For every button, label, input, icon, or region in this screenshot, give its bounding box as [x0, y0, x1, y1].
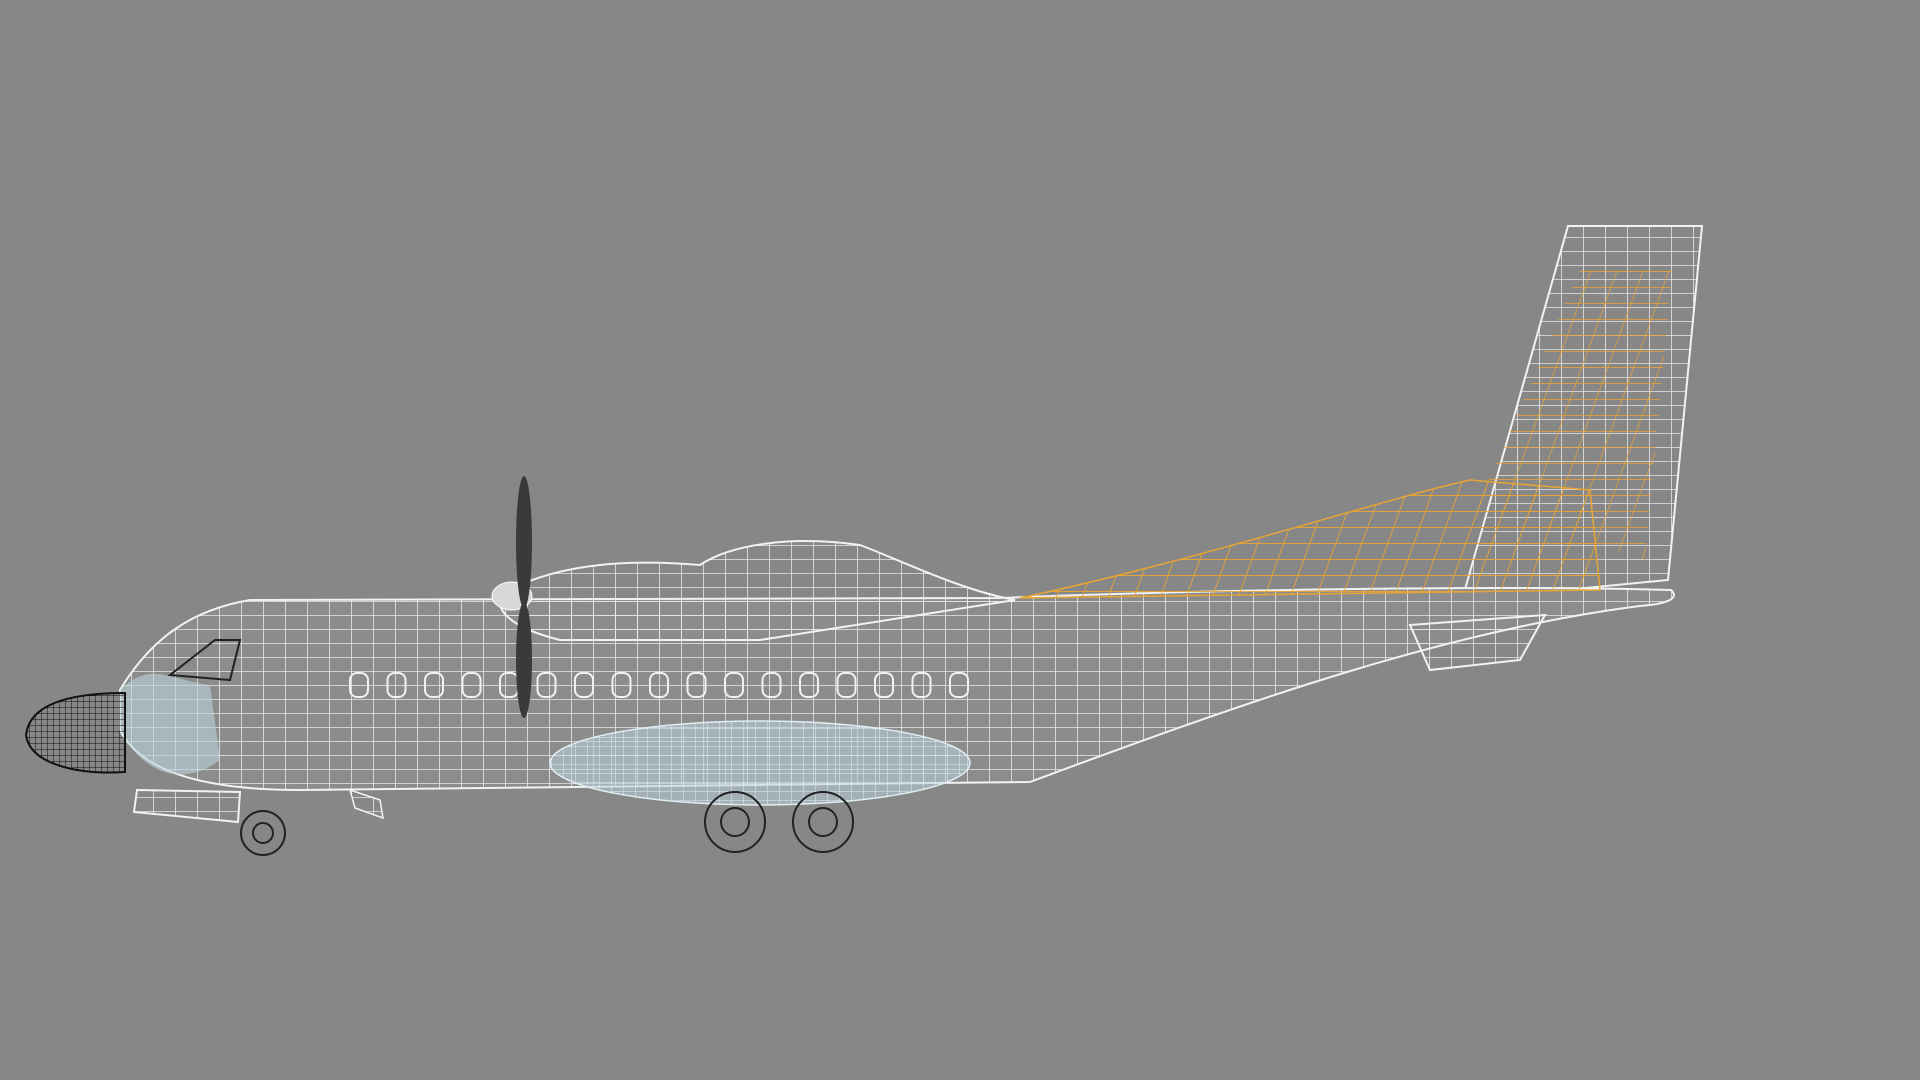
cabin-window — [386, 672, 407, 698]
cabin-window — [836, 672, 857, 698]
cabin-window — [574, 672, 594, 698]
cabin-window — [461, 672, 482, 698]
cabin-window — [686, 672, 707, 698]
propeller — [516, 476, 532, 718]
landing-gear — [240, 791, 854, 856]
sponson — [549, 720, 971, 806]
cabin-window — [874, 672, 894, 698]
main-wheel-rear — [792, 791, 854, 853]
cabin-window — [536, 672, 557, 698]
windows — [349, 672, 969, 698]
cabin-window — [949, 672, 969, 698]
cockpit-glass — [120, 639, 242, 775]
cabin-window — [911, 672, 932, 698]
nose-flap — [132, 788, 384, 824]
nose-wheel — [240, 810, 286, 856]
cabin-window — [349, 672, 369, 698]
cabin-window — [611, 672, 632, 698]
cabin-window — [724, 672, 744, 698]
cabin-window — [761, 672, 782, 698]
nose-cone — [24, 691, 126, 774]
horizontal-stabilizer — [1408, 613, 1547, 672]
cabin-window — [424, 672, 444, 698]
cabin-window — [649, 672, 669, 698]
main-wheel-front — [704, 791, 766, 853]
cabin-window — [799, 672, 819, 698]
